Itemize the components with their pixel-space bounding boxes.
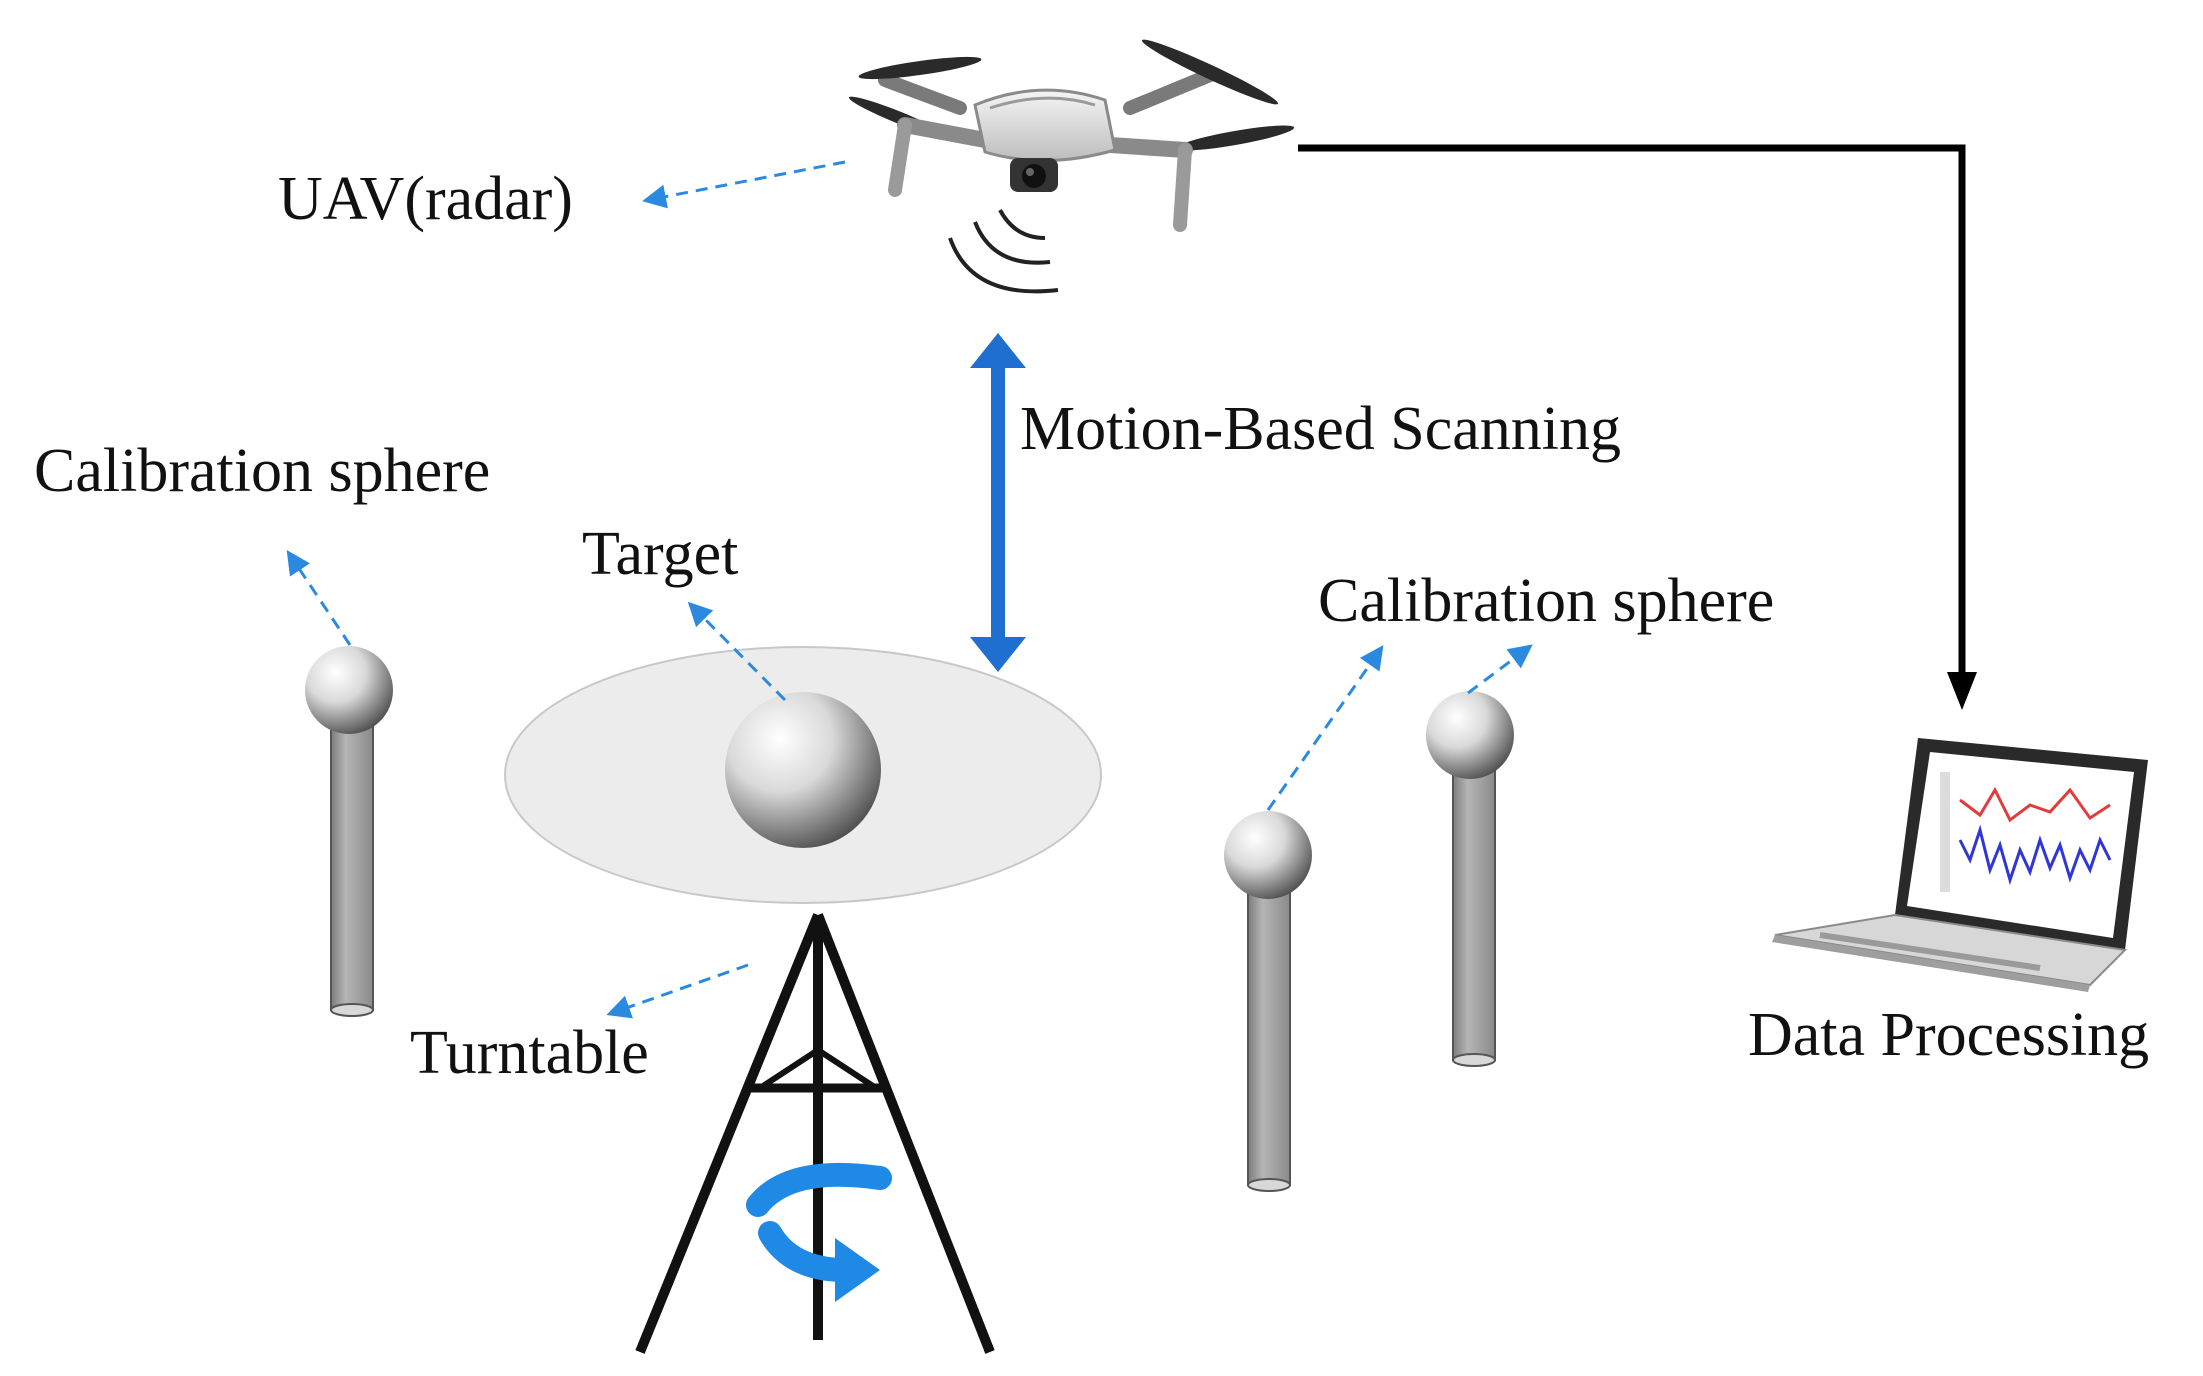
data-processing-label: Data Processing [1748, 1001, 2150, 1069]
scanning-label: Motion-Based Scanning [1020, 395, 1621, 463]
uav-pointer-arrow [642, 160, 846, 209]
uav-label: UAV(radar) [278, 165, 573, 233]
calibration-sphere-left-label: Calibration sphere [34, 437, 491, 505]
calib-left-pointer-arrow [286, 550, 352, 646]
target-label: Target [582, 520, 739, 588]
rotation-arrow-head [835, 1238, 880, 1302]
turntable-pointer-arrow [606, 963, 749, 1019]
calib-right-pointer-arrow-front [1266, 645, 1384, 811]
rotation-arrow-icon [746, 1162, 892, 1282]
calibration-sphere-right-front [1224, 811, 1312, 1192]
drone-icon [848, 39, 1295, 232]
calib-right-pointer-arrow-back [1467, 644, 1533, 695]
radar-waves-icon [948, 209, 1059, 294]
tripod-icon [635, 913, 995, 1354]
turntable-label: Turntable [410, 1019, 649, 1087]
calibration-sphere-left [305, 646, 393, 1017]
target-pointer-arrow [687, 601, 787, 702]
data-flow-arrow [1298, 144, 1977, 710]
target-sphere [725, 692, 881, 848]
laptop-icon [1772, 738, 2148, 992]
calibration-sphere-right-back [1426, 691, 1514, 1067]
calibration-sphere-right-label: Calibration sphere [1318, 567, 1775, 635]
scanning-double-arrow [970, 333, 1026, 672]
